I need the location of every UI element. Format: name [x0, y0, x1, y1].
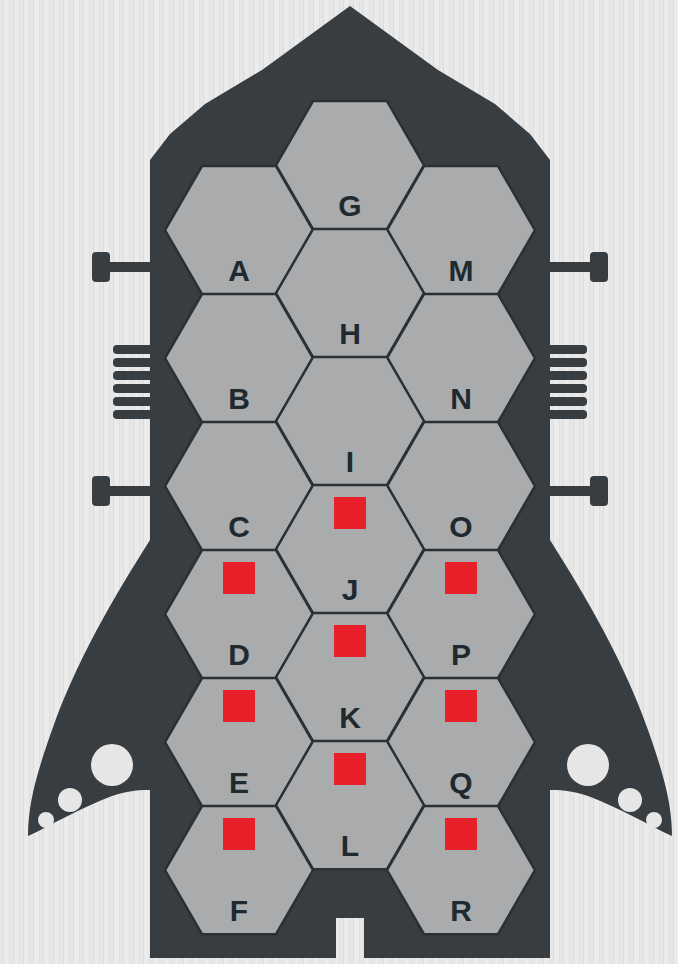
hex-letter: H	[339, 319, 361, 349]
red-marker	[445, 562, 477, 594]
side-knob	[92, 252, 110, 282]
hex-letter: B	[228, 384, 250, 414]
fin-porthole	[91, 744, 133, 786]
hex-letter: N	[450, 384, 472, 414]
hex-letter: K	[339, 703, 361, 733]
hex-letter: A	[228, 256, 250, 286]
hex-shape	[165, 806, 313, 934]
hex-shape	[387, 806, 535, 934]
hex-letter: P	[451, 640, 471, 670]
vent-rib	[113, 371, 153, 380]
hex-letter: Q	[449, 768, 472, 798]
hex-letter: E	[229, 768, 249, 798]
hex-label-holder: F	[165, 896, 313, 926]
hex-letter: G	[338, 191, 361, 221]
vent-rib	[113, 358, 153, 367]
vent-rib	[113, 410, 153, 419]
hex-cell: F	[165, 806, 313, 934]
red-marker	[223, 562, 255, 594]
hex-letter: L	[341, 831, 359, 861]
vent-rib	[113, 397, 153, 406]
red-marker	[334, 753, 366, 785]
side-knob	[92, 476, 110, 506]
hex-label-holder: R	[387, 896, 535, 926]
hex-letter: I	[346, 447, 354, 477]
red-marker	[223, 690, 255, 722]
hex-letter: F	[230, 896, 248, 926]
knob-arm	[103, 262, 153, 272]
hex-letter: C	[228, 512, 250, 542]
hex-letter: O	[449, 512, 472, 542]
knob-arm	[103, 486, 153, 496]
hex-letter: M	[449, 256, 474, 286]
hex-letter: J	[342, 575, 359, 605]
red-marker	[445, 690, 477, 722]
fin-porthole	[58, 788, 82, 812]
vent-rib	[113, 384, 153, 393]
hex-cell: R	[387, 806, 535, 934]
red-marker	[445, 818, 477, 850]
hex-letter: R	[450, 896, 472, 926]
red-marker	[334, 625, 366, 657]
red-marker	[223, 818, 255, 850]
hex-letter: D	[228, 640, 250, 670]
vent-rib	[113, 345, 153, 354]
red-marker	[334, 497, 366, 529]
fin-porthole	[38, 812, 54, 828]
